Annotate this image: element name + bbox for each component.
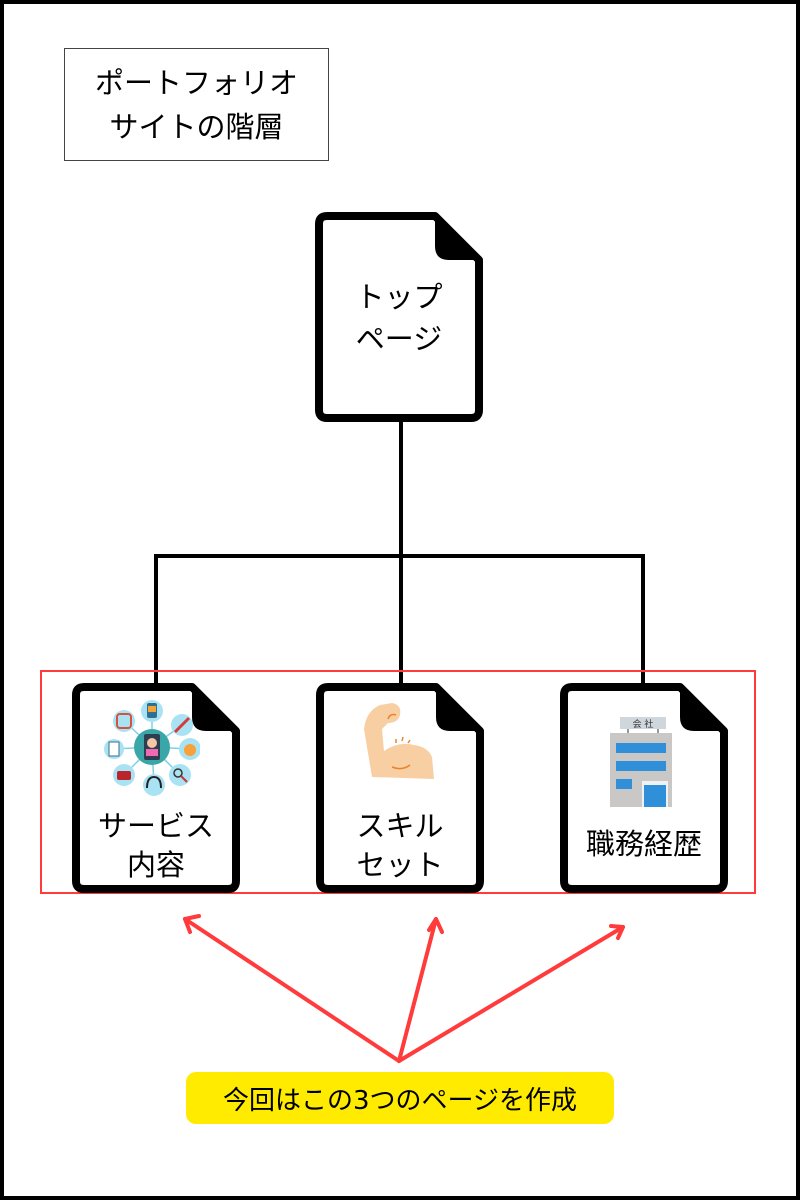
arrow-to-career [397,925,625,1063]
company-building-icon: 会 社 [610,717,672,807]
skillset-page-label-1: スキル [356,809,444,843]
top-page-label-2: ページ [355,322,443,356]
flexed-arm-icon [364,703,434,779]
service-page-label-1: サービス [97,809,214,843]
document-icon [316,683,484,893]
title-line-1: ポートフォリオ [94,65,298,100]
callout-label: 今回はこの3つのページを作成 [186,1072,614,1124]
callout-text: 今回はこの3つのページを作成 [222,1085,578,1116]
top-page-node: トップ ページ [313,212,485,424]
service-page-label-2: 内容 [126,848,185,882]
title-line-2: サイトの階層 [109,109,284,144]
skillset-page-label-2: セット [356,848,444,882]
arrow-head-skillset [427,917,444,934]
arrow-to-service [183,917,401,1063]
service-page-node: サービス 内容 [70,683,242,895]
top-page-label-1: トップ [355,280,443,314]
document-icon [315,212,483,422]
arrow-head-career [609,924,625,940]
arrow-to-skillset [397,917,438,1063]
company-sign-text: 会 社 [633,718,654,730]
career-history-page-node: 会 社 職務経歴 [558,683,730,895]
career-history-page-label: 職務経歴 [585,827,702,861]
skillset-page-node: スキル セット [314,683,486,895]
customer-service-icon [104,700,200,796]
arrow-head-service [183,914,201,934]
diagram-title: ポートフォリオ サイトの階層 [64,48,329,161]
